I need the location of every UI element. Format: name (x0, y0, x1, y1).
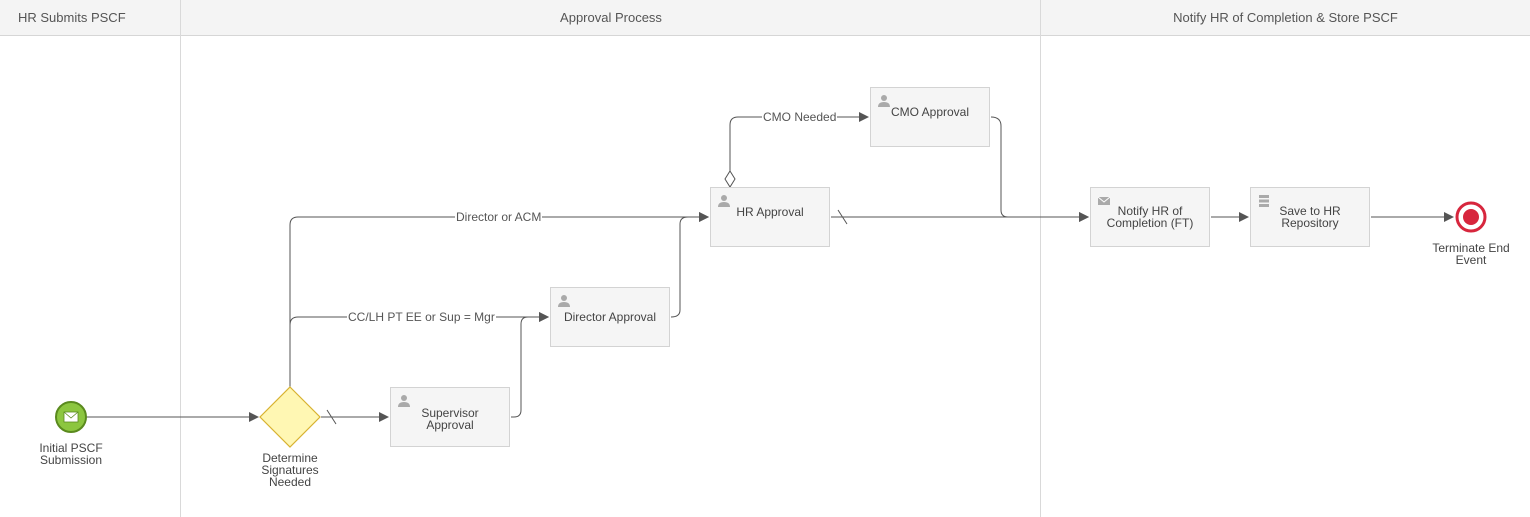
start-event-label: Initial PSCF Submission (39, 441, 103, 467)
task-label: HR Approval (736, 205, 804, 219)
envelope-icon (1097, 196, 1111, 205)
lane-divider (180, 0, 181, 517)
task-hr-approval[interactable]: HR Approval (710, 187, 830, 247)
default-flow-marker (326, 409, 337, 425)
exclusive-gateway[interactable] (259, 386, 321, 448)
user-icon (558, 295, 570, 307)
lane-title: Notify HR of Completion & Store PSCF (1173, 10, 1398, 25)
database-icon (1259, 195, 1269, 207)
task-supervisor-approval[interactable]: Supervisor Approval (390, 387, 510, 447)
task-label: Notify HR of Completion (FT) (1106, 204, 1194, 230)
edge-hr-to-cmo[interactable] (729, 112, 869, 172)
lane-header-approval-process: Approval Process (181, 0, 1041, 36)
edge-label-cc-lh: CC/LH PT EE or Sup = Mgr (347, 310, 496, 324)
edge-director-to-hr[interactable] (670, 212, 709, 318)
user-icon (718, 195, 730, 207)
edge-supervisor-to-director[interactable] (511, 312, 549, 418)
task-save-to-repository[interactable]: Save to HR Repository (1250, 187, 1370, 247)
task-label: Save to HR Repository (1279, 204, 1341, 230)
edge-gateway-to-hr[interactable] (289, 212, 709, 387)
lane-header-notify-store: Notify HR of Completion & Store PSCF (1041, 0, 1530, 36)
default-flow-marker (837, 209, 848, 225)
task-label: Director Approval (563, 310, 657, 324)
task-director-approval[interactable]: Director Approval (550, 287, 670, 347)
user-icon (398, 395, 410, 407)
lane-title: HR Submits PSCF (18, 10, 126, 25)
task-label: CMO Approval (890, 105, 970, 119)
gateway-label: Determine Signatures Needed (261, 451, 319, 489)
lane-title: Approval Process (560, 10, 662, 25)
task-notify-hr[interactable]: Notify HR of Completion (FT) (1090, 187, 1210, 247)
edge-label-cmo-needed: CMO Needed (762, 110, 838, 124)
edge-label-director-or-acm: Director or ACM (455, 210, 543, 224)
task-cmo-approval[interactable]: CMO Approval (870, 87, 990, 147)
user-icon (878, 95, 890, 107)
edge-gateway-to-director[interactable] (289, 312, 549, 326)
edge-cmo-to-notify[interactable] (990, 116, 1089, 222)
envelope-icon (63, 411, 79, 423)
terminate-inner-dot (1463, 209, 1479, 225)
conditional-flow-marker (724, 170, 736, 188)
lane-header-hr-submits: HR Submits PSCF (0, 0, 181, 36)
end-event-label: Terminate End Event (1432, 241, 1510, 267)
lane-divider (1040, 0, 1041, 517)
task-label: Supervisor Approval (421, 406, 479, 432)
